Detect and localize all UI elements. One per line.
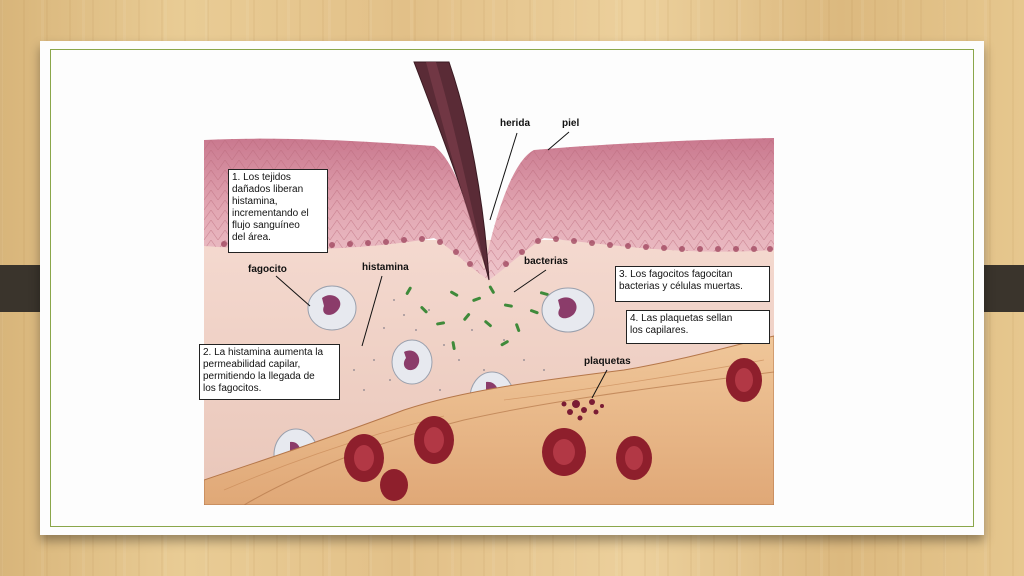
step-3-box: 3. Los fagocitos fagocitan bacterias y c…	[615, 266, 770, 302]
step-1-box: 1. Los tejidos dañados liberan histamina…	[228, 169, 328, 253]
label-piel: piel	[562, 118, 580, 129]
label-fagocito: fagocito	[248, 264, 287, 275]
inflammation-diagram: herida piel fagocito histamina bacterias…	[199, 60, 774, 505]
label-plaquetas: plaquetas	[584, 356, 631, 367]
pointer-lines	[275, 131, 608, 399]
needle	[413, 61, 490, 281]
step-2-box: 2. La histamina aumenta la permeabilidad…	[199, 344, 340, 400]
step-4-box: 4. Las plaquetas sellan los capilares.	[626, 310, 770, 344]
label-herida: herida	[500, 118, 531, 129]
red-blood-cells	[344, 358, 762, 501]
platelets	[561, 399, 604, 421]
label-bacterias: bacterias	[524, 256, 568, 267]
diagram-illustration	[204, 61, 774, 505]
skin-cells	[204, 138, 774, 280]
label-histamina: histamina	[362, 262, 409, 273]
bacteria	[405, 285, 549, 351]
slide-frame	[50, 49, 974, 527]
